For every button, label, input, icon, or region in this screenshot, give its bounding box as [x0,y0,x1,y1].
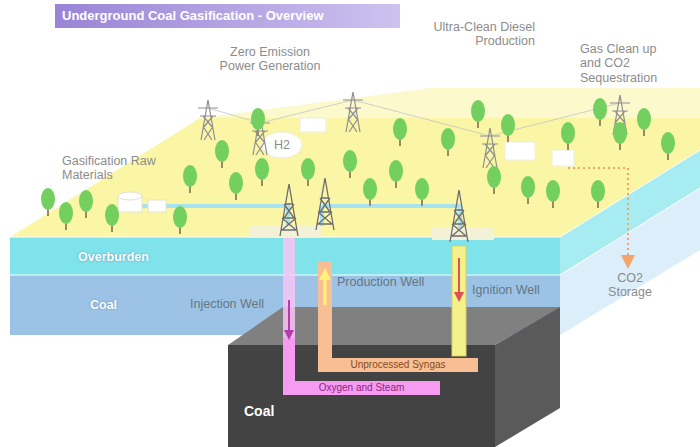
tree [79,190,93,218]
tree [487,166,501,194]
annotation-label: Zero Emission Power Generation [215,45,325,74]
tree [389,160,403,188]
annotation-label: Gasification Raw Materials [62,154,174,183]
annotation-label: Production Well [337,275,424,289]
tree [591,180,605,208]
ignition-well-pipe [452,246,466,356]
pylon [343,92,363,132]
tree [41,188,55,216]
tree [215,140,229,168]
derricks [280,178,468,242]
derrick [450,190,468,242]
tree [415,178,429,206]
tree [173,206,187,234]
pylon [480,128,500,168]
annotation-label: H2 [274,138,290,152]
tree [251,108,265,136]
annotation-label: Injection Well [190,297,264,311]
tree [183,165,197,193]
tree [105,204,119,232]
title-bar [55,4,400,28]
coal-block: Coal Unprocessed SyngasOxygen and Steam [228,345,495,447]
tree [59,202,73,230]
layer-band: Coal [90,298,117,313]
pipe-section: Unprocessed Syngas [318,358,478,372]
annotation-label: Ignition Well [472,283,540,297]
production-well-pipe [318,262,332,372]
tree [661,132,675,160]
power-lines [208,100,620,136]
node-text: Overburden [78,250,149,265]
injection-well-pipe [283,238,295,395]
annotation-label: CO2 Storage [603,271,657,300]
tree [546,180,560,208]
node-text: Oxygen and Steam [289,381,434,395]
derrick [280,184,298,236]
annotation-label: Gas Clean up and CO2 Sequestration [580,42,668,85]
derrick [316,178,334,230]
tree [229,172,243,200]
tree [521,176,535,204]
tree [301,158,315,186]
co2-leader [568,168,628,262]
tree [613,122,627,150]
node-text: Coal [90,298,117,313]
tree [393,118,407,146]
pylons [198,92,630,168]
tree [343,150,357,178]
coal-block [228,307,560,447]
pylon [198,100,218,140]
annotation-label: Ultra-Clean Diesel Production [415,20,535,49]
node-text: Unprocessed Syngas [324,358,472,372]
title-text: Underground Coal Gasification - Overview [62,8,324,24]
node-text: Coal [244,403,495,419]
tree [637,108,651,136]
tree [363,178,377,206]
tree [593,98,607,126]
tree [501,114,515,142]
pipe-section: Oxygen and Steam [283,381,440,395]
layer-band: Overburden [78,250,149,265]
trees [41,98,675,234]
surface-pipelines [140,206,460,228]
layer-edges [10,150,700,275]
tree [255,158,269,186]
tree [471,100,485,128]
tree [441,128,455,156]
tree [561,122,575,150]
